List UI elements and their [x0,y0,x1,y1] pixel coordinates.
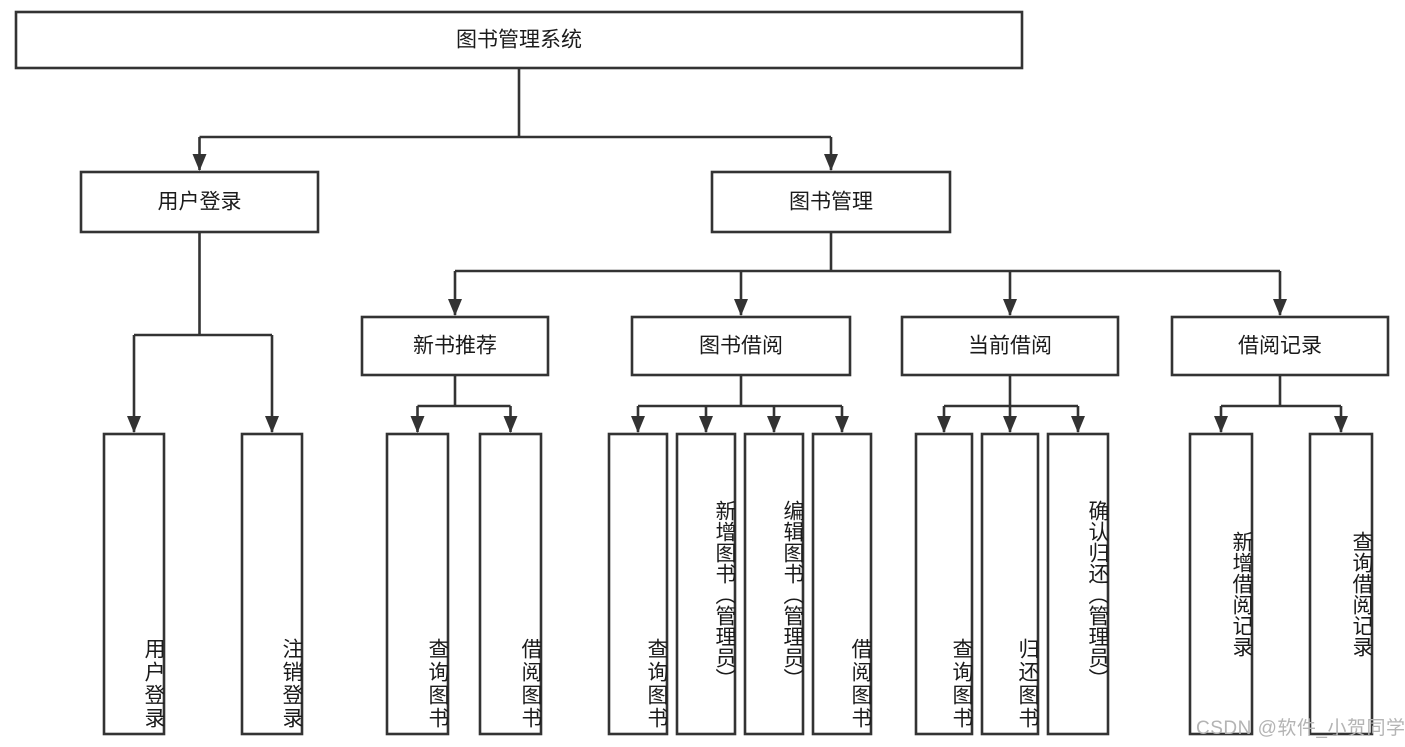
arrow-head-icon [1003,299,1017,316]
arrow-head-icon [1273,299,1287,316]
node-label-book-management: 图书管理 [789,191,873,214]
arrow-head-icon [1334,416,1348,433]
arrow-head-icon [699,416,713,433]
arrow-head-icon [265,416,279,433]
arrow-head-icon [1071,416,1085,433]
arrow-head-icon [937,416,951,433]
leaf-box-9[interactable] [980,432,1040,736]
arrow-head-icon [503,416,518,433]
node-label-root: 图书管理系统 [456,29,582,52]
leaf-box-11[interactable] [1188,432,1254,736]
box-layer [14,10,1390,736]
leaf-box-8[interactable] [914,432,974,736]
node-label-new-book-recommend: 新书推荐 [413,335,497,358]
node-box-book-borrow[interactable] [630,315,852,377]
node-label-current-borrow: 当前借阅 [968,335,1052,358]
node-box-borrow-record[interactable] [1170,315,1390,377]
node-box-new-book-recommend[interactable] [360,315,550,377]
leaf-box-5[interactable] [675,432,737,736]
node-label-user-login: 用户登录 [158,191,242,214]
leaf-box-6[interactable] [743,432,805,736]
leaf-box-3[interactable] [478,432,543,736]
arrow-head-icon [448,299,462,316]
arrow-head-icon [734,299,748,316]
arrow-head-icon [127,416,141,433]
arrow-head-icon [835,416,849,433]
leaf-box-10[interactable] [1046,432,1110,736]
arrow-head-icon [824,154,838,171]
leaf-box-1[interactable] [240,432,304,736]
node-box-user-login[interactable] [79,170,320,234]
arrow-head-icon [1214,416,1228,433]
leaf-box-7[interactable] [811,432,873,736]
csdn-watermark: CSDN @软件_小贺同学 [1196,718,1405,739]
arrow-head-icon [767,416,781,433]
node-label-book-borrow: 图书借阅 [699,335,783,358]
node-label-borrow-record: 借阅记录 [1238,335,1322,358]
node-box-current-borrow[interactable] [900,315,1120,377]
arrow-head-icon [410,416,425,433]
arrow-head-icon [631,416,645,433]
leaf-box-0[interactable] [102,432,166,736]
arrow-head-icon [1003,416,1017,433]
arrow-head-icon [192,154,207,171]
leaf-box-12[interactable] [1308,432,1374,736]
leaf-box-2[interactable] [385,432,450,736]
connector-layer [127,68,1348,433]
node-box-root[interactable] [14,10,1024,70]
node-box-book-management[interactable] [710,170,952,234]
leaf-box-4[interactable] [607,432,669,736]
